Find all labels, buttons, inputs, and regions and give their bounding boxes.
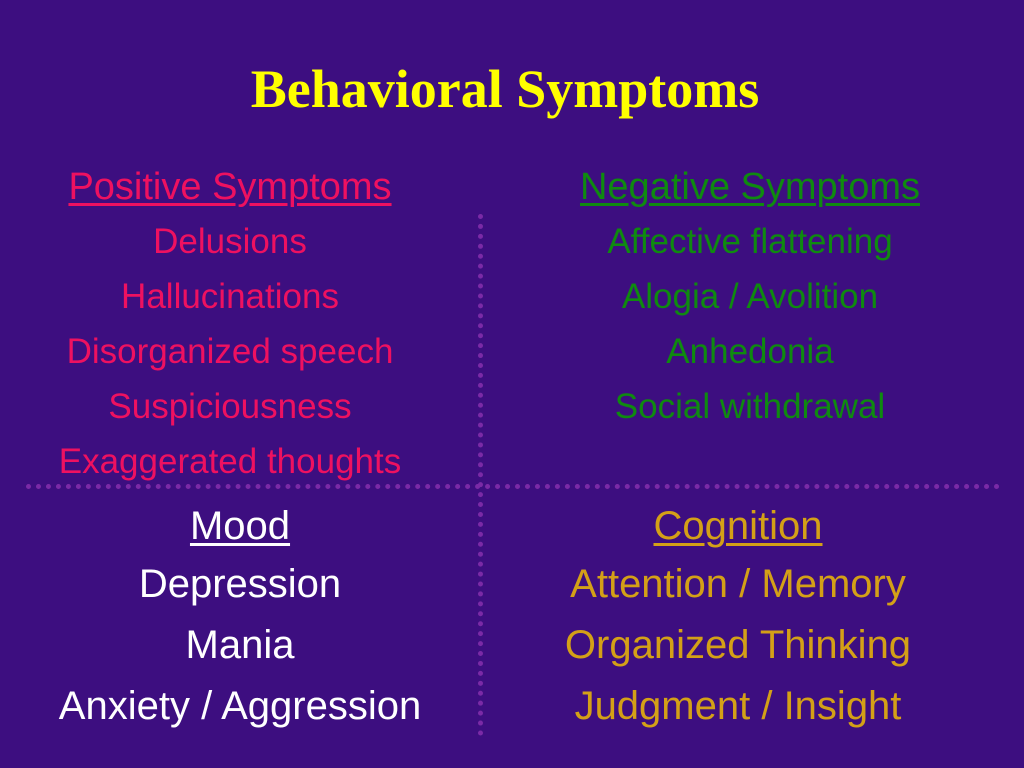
list-item: Organized Thinking bbox=[564, 623, 912, 667]
horizontal-divider bbox=[26, 484, 1000, 489]
list-item: Attention / Memory bbox=[570, 562, 906, 606]
slide-title: Behavioral Symptoms bbox=[250, 59, 760, 119]
positive-symptoms-heading: Positive Symptoms bbox=[68, 166, 392, 208]
vertical-divider bbox=[478, 214, 483, 736]
list-item: Delusions bbox=[153, 222, 307, 261]
list-item: Exaggerated thoughts bbox=[58, 442, 402, 481]
list-item: Hallucinations bbox=[121, 277, 339, 316]
list-item: Judgment / Insight bbox=[574, 684, 902, 728]
list-item: Suspiciousness bbox=[108, 387, 352, 426]
mood-heading: Mood bbox=[189, 504, 291, 548]
mood-section: Mood Depression Mania Anxiety / Aggressi… bbox=[30, 498, 450, 737]
cognition-heading: Cognition bbox=[653, 504, 823, 548]
negative-symptoms-section: Negative Symptoms Affective flattening A… bbox=[540, 160, 960, 434]
negative-symptoms-heading: Negative Symptoms bbox=[579, 166, 920, 208]
list-item: Disorganized speech bbox=[66, 332, 394, 371]
list-item: Mania bbox=[185, 623, 295, 667]
cognition-section: Cognition Attention / Memory Organized T… bbox=[528, 498, 948, 737]
list-item: Depression bbox=[138, 562, 342, 606]
negative-symptoms-list: Affective flattening Alogia / Avolition … bbox=[540, 214, 960, 434]
list-item: Social withdrawal bbox=[614, 387, 886, 426]
positive-symptoms-section: Positive Symptoms Delusions Hallucinatio… bbox=[20, 160, 440, 489]
positive-symptoms-list: Delusions Hallucinations Disorganized sp… bbox=[20, 214, 440, 489]
list-item: Anxiety / Aggression bbox=[58, 684, 422, 728]
list-item: Affective flattening bbox=[607, 222, 893, 261]
list-item: Alogia / Avolition bbox=[621, 277, 879, 316]
cognition-list: Attention / Memory Organized Thinking Ju… bbox=[528, 554, 948, 737]
mood-list: Depression Mania Anxiety / Aggression bbox=[30, 554, 450, 737]
list-item: Anhedonia bbox=[666, 332, 834, 371]
